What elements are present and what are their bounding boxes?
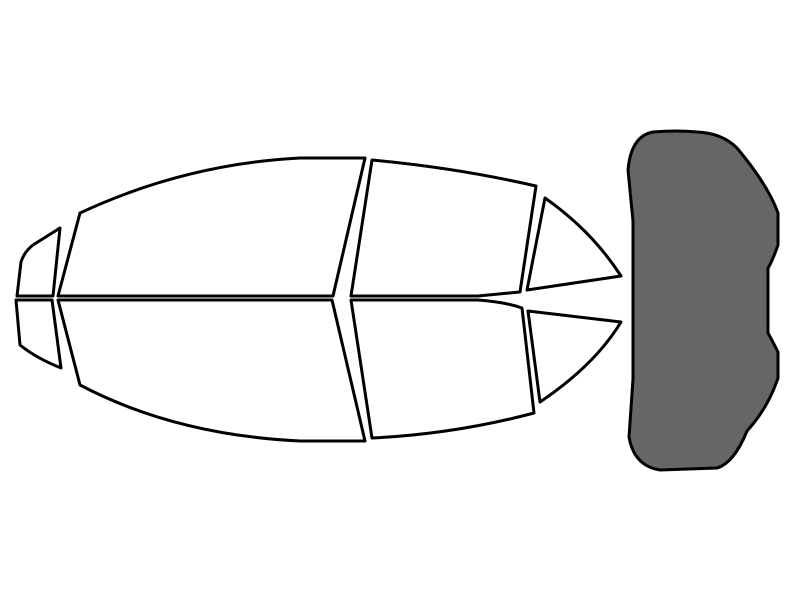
passenger-front-door-window[interactable] (56, 298, 367, 443)
passenger-rear-door-window[interactable] (349, 298, 536, 440)
rear-windshield[interactable] (626, 129, 780, 472)
driver-rear-quarter-window[interactable] (525, 196, 623, 292)
driver-front-door-window[interactable] (56, 156, 367, 298)
passenger-front-vent-window[interactable] (14, 298, 63, 370)
passenger-rear-quarter-window[interactable] (526, 309, 623, 404)
driver-rear-door-window[interactable] (349, 158, 538, 298)
driver-front-vent-window[interactable] (15, 226, 62, 298)
